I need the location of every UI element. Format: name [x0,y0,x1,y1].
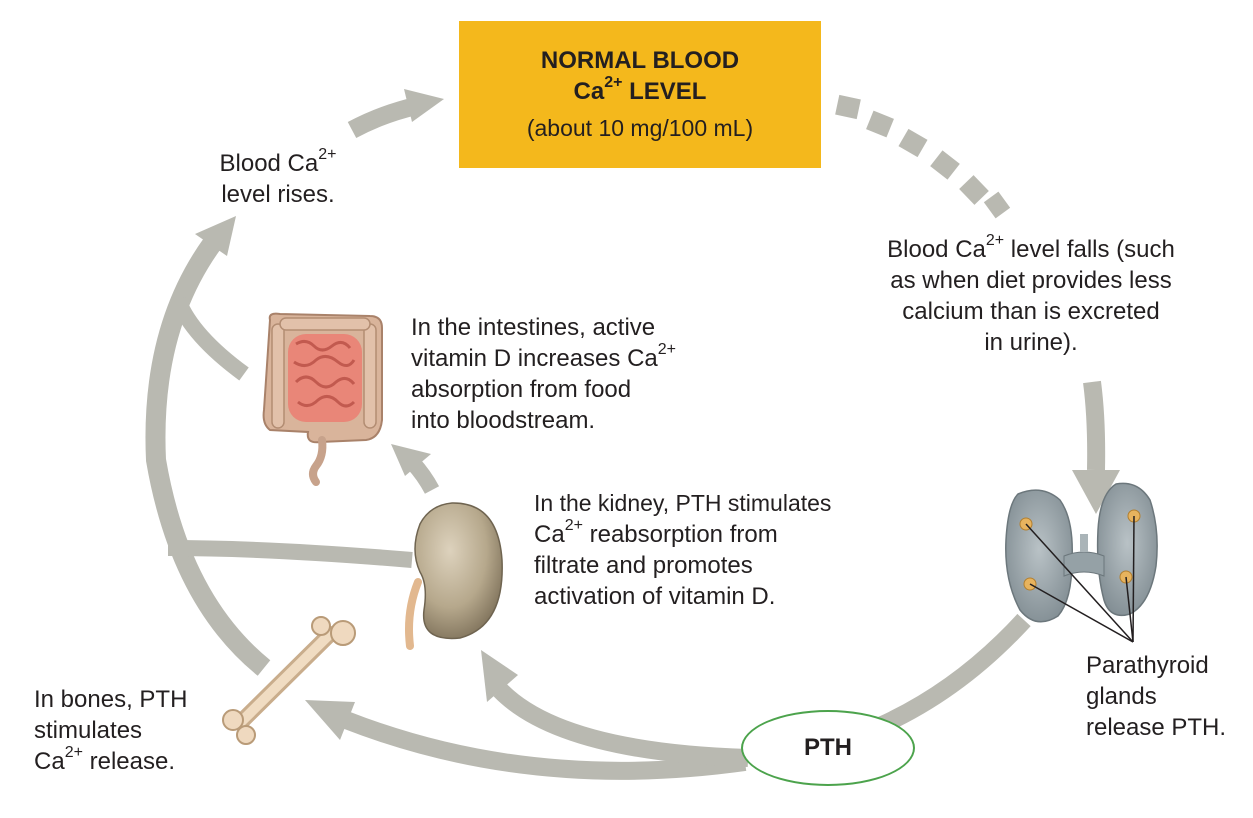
falls-line1: Blood Ca2+ level falls (such [858,232,1204,265]
bones-line3-charge: 2+ [64,744,83,761]
bones-line3: Ca2+ release. [34,744,234,777]
normal-level-title-line1: NORMAL BLOOD [540,47,740,74]
falls-line2: as when diet provides less [890,267,1172,294]
pth-hormone-label: PTH [804,734,852,761]
falls-label: Blood Ca2+ level falls (such as when die… [858,232,1204,358]
dashed-arc [835,94,1011,219]
dash-5 [959,175,989,205]
bones-line1: In bones, PTH [34,686,188,713]
bones-line3-text: Ca [34,748,65,775]
normal-level-ca-charge: 2+ [604,74,623,91]
intestines-line2-charge: 2+ [657,341,676,358]
arrow-kidney-to-intestine [407,457,440,494]
dash-2 [866,110,894,138]
leader-lines [1025,515,1135,643]
falls-line1-charge: 2+ [985,232,1005,249]
dash-6 [983,191,1011,219]
falls-line1-text: Blood Ca [887,236,986,263]
dash-3 [898,128,928,158]
falls-line3: calcium than is excreted [902,298,1160,325]
normal-level-title-line2: Ca2+ LEVEL [459,74,821,107]
kidney-line2-text: Ca [534,521,565,548]
arrow-pth-to-bone [342,711,747,780]
kidney-line1: In the kidney, PTH stimulates [534,490,832,516]
bones-line2: stimulates [34,717,143,744]
arrow-falls-to-parathyroid [1083,380,1106,471]
intestines-line1: In the intestines, active [411,314,656,341]
arrow-rises-to-normal [347,97,419,138]
arrow-kidney-merge [167,540,413,568]
arrowhead-rises [195,216,236,256]
rises-line1-text: Blood Ca [219,150,319,177]
intestines-label: In the intestines, active vitamin D incr… [411,312,741,436]
arrowhead-bone [305,700,355,740]
arrow-shafts [145,97,1106,780]
kidney-line4: activation of vitamin D. [534,583,776,610]
falls-line1-rest: level falls (such [1004,236,1175,263]
rises-line1: Blood Ca2+ [198,146,358,179]
arrow-parathyroid-to-pth [876,613,1031,735]
intestines-line2-text: vitamin D increases Ca [411,345,658,372]
parathyroid-line2: glands [1086,683,1157,710]
kidney-line2-rest: reabsorption from [582,521,778,548]
normal-level-level-word: LEVEL [622,78,707,105]
arrowhead-intestine [391,444,431,476]
kidney-line2: Ca2+ reabsorption from [534,517,884,550]
bones-line3-rest: release. [82,748,175,775]
falls-line4: in urine). [984,329,1078,356]
arrow-intestine-merge [170,296,249,381]
rises-label: Blood Ca2+ level rises. [198,146,358,210]
arrow-pth-to-kidney [493,683,749,767]
parathyroid-line3: release PTH. [1086,714,1227,741]
intestine-illustration [262,312,383,486]
normal-level-subtitle: (about 10 mg/100 mL) [526,115,754,141]
dash-4 [930,150,960,180]
arrow-main-return-up [145,238,271,676]
arrowhead-kidney [481,650,518,702]
parathyroid-label: Parathyroid glands release PTH. [1086,650,1246,743]
intestines-line2: vitamin D increases Ca2+ [411,341,741,374]
bone-illustration [222,616,356,745]
rises-line2: level rises. [221,181,335,208]
kidney-line2-charge: 2+ [564,517,583,534]
kidney-illustration [405,502,503,650]
intestines-line3: absorption from food [411,376,632,403]
kidney-label: In the kidney, PTH stimulates Ca2+ reabs… [534,488,884,612]
parathyroid-line1: Parathyroid [1086,652,1209,679]
normal-level-box: NORMAL BLOOD Ca2+ LEVEL (about 10 mg/100… [459,21,821,168]
normal-level-ca: Ca [573,78,605,105]
intestines-line4: into bloodstream. [411,407,596,434]
pth-hormone-oval: PTH [741,710,915,786]
arrowhead-normal [404,89,444,122]
dash-1 [835,94,861,120]
rises-line1-charge: 2+ [318,146,337,163]
bones-label: In bones, PTH stimulates Ca2+ release. [34,684,234,777]
arrow-heads [195,89,1120,740]
arrowhead-parathyroid [1072,470,1120,514]
kidney-line3: filtrate and promotes [534,552,753,579]
